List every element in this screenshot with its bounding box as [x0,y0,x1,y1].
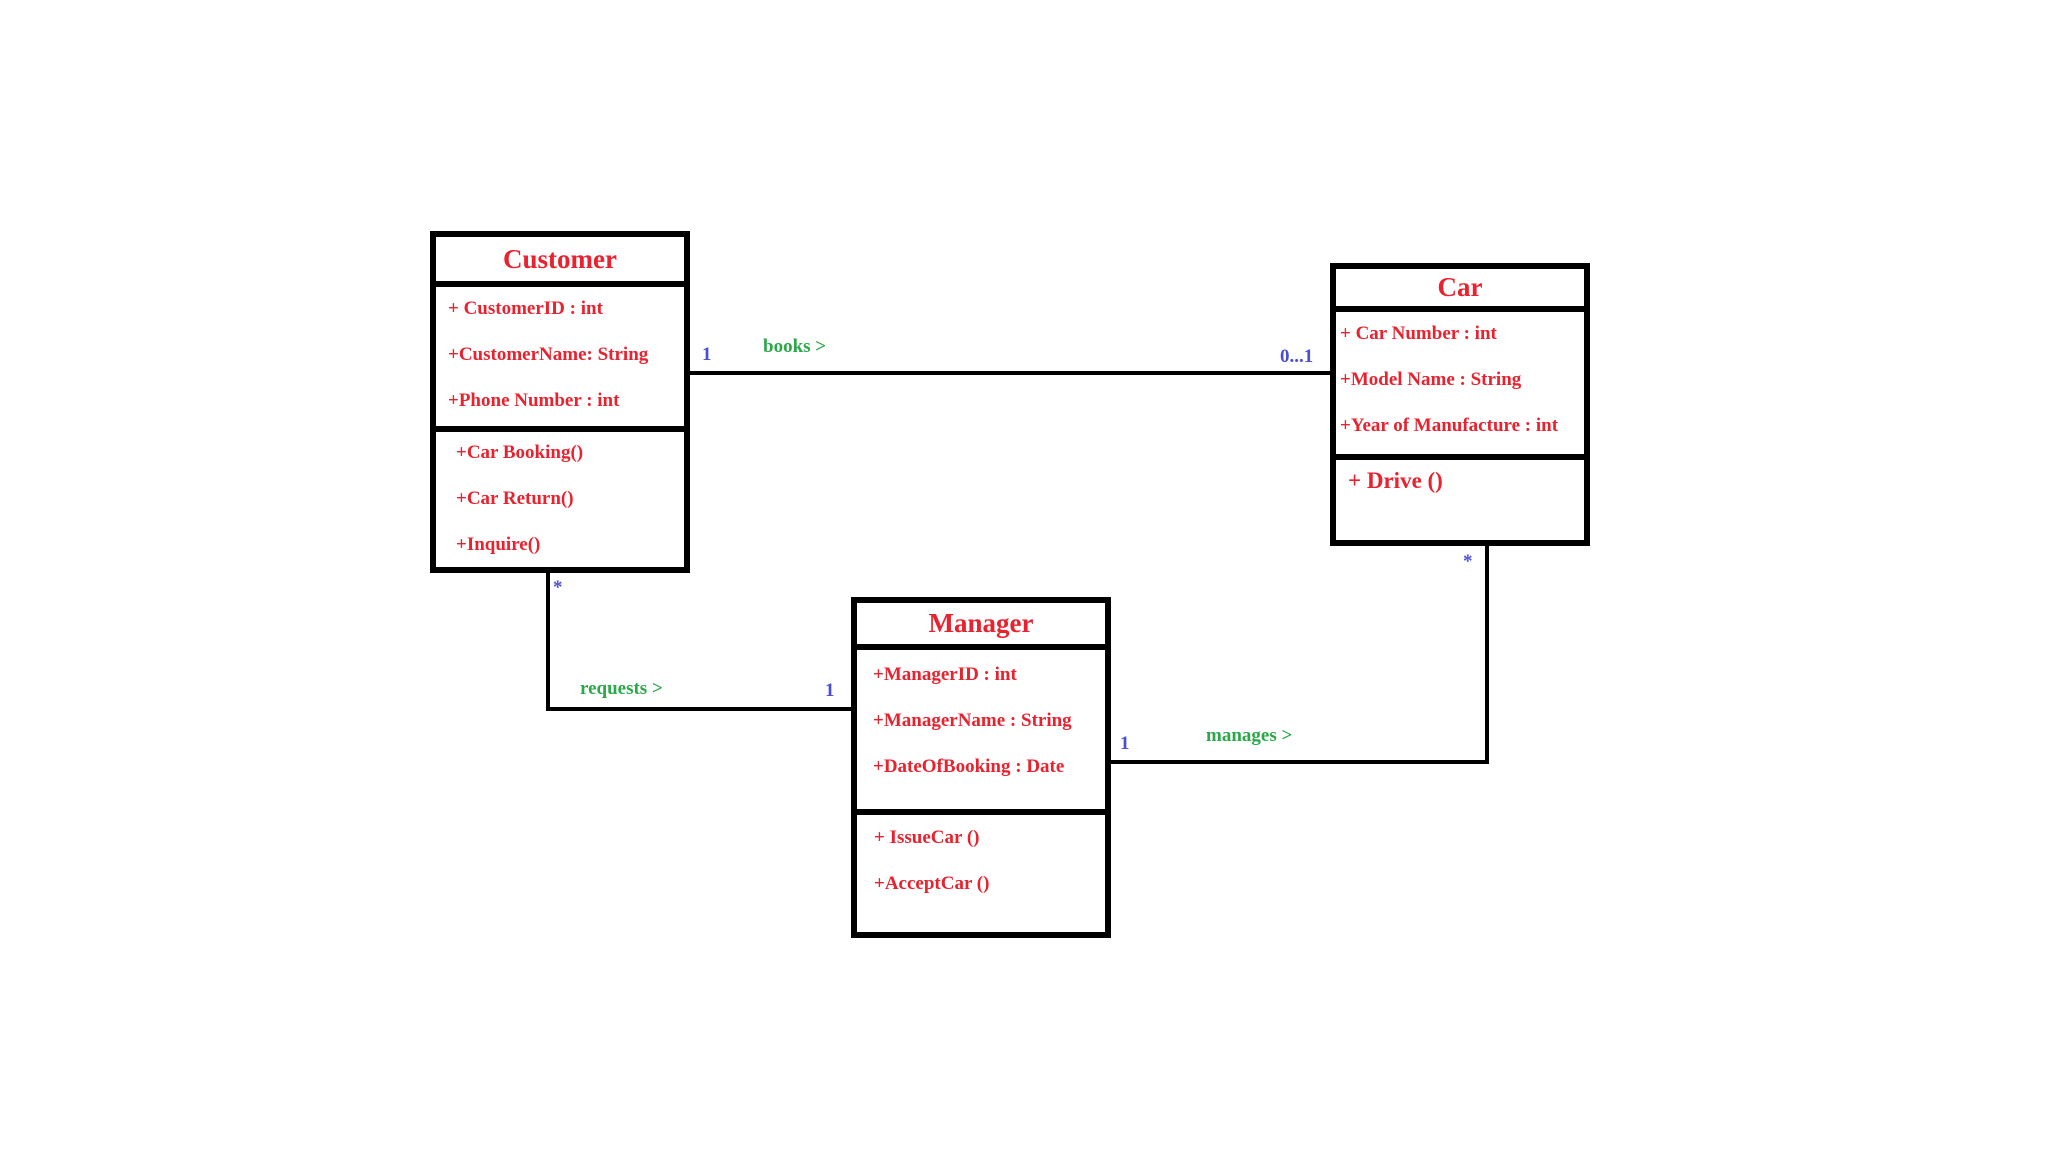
class-customer-operations: +Car Booking() +Car Return() +Inquire() [436,432,684,567]
class-manager[interactable]: Manager +ManagerID : int +ManagerName : … [851,597,1111,938]
multiplicity-books-customer: 1 [702,344,712,365]
attribute: +ManagerName : String [873,710,1072,731]
class-customer-attributes: + CustomerID : int +CustomerName: String… [436,287,684,432]
association-label-requests: requests > [580,678,663,699]
class-manager-title: Manager [857,603,1105,650]
attribute: +ManagerID : int [873,664,1017,685]
multiplicity-manages-manager: 1 [1120,733,1130,754]
attribute: +Model Name : String [1340,369,1522,390]
attribute: +Phone Number : int [448,390,620,411]
class-customer-title: Customer [436,237,684,287]
multiplicity-manages-car: * [1463,551,1473,572]
attribute: +DateOfBooking : Date [873,756,1065,777]
operation: +AcceptCar () [874,873,990,894]
association-label-books: books > [763,336,827,357]
operation: +Car Return() [456,488,574,509]
attribute: +Year of Manufacture : int [1340,415,1559,436]
operation: + Drive () [1348,468,1443,493]
class-customer[interactable]: Customer + CustomerID : int +CustomerNam… [430,231,690,573]
class-car[interactable]: Car + Car Number : int +Model Name : Str… [1330,263,1590,546]
attribute: + Car Number : int [1340,323,1497,344]
attribute: + CustomerID : int [448,298,603,319]
multiplicity-requests-manager: 1 [825,680,835,701]
multiplicity-requests-customer: * [553,577,563,598]
class-car-attributes: + Car Number : int +Model Name : String … [1336,312,1584,460]
multiplicity-books-car: 0...1 [1280,346,1314,367]
class-manager-operations: + IssueCar () +AcceptCar () [857,815,1105,932]
association-line-requests [546,573,855,711]
class-manager-attributes: +ManagerID : int +ManagerName : String +… [857,650,1105,815]
class-car-title: Car [1336,269,1584,312]
attribute: +CustomerName: String [448,344,649,365]
association-line-manages [1110,545,1489,764]
operation: + IssueCar () [874,827,980,848]
class-car-operations: + Drive () [1336,460,1584,540]
operation: +Car Booking() [456,442,584,463]
operation: +Inquire() [456,534,541,555]
association-label-manages: manages > [1206,725,1293,746]
